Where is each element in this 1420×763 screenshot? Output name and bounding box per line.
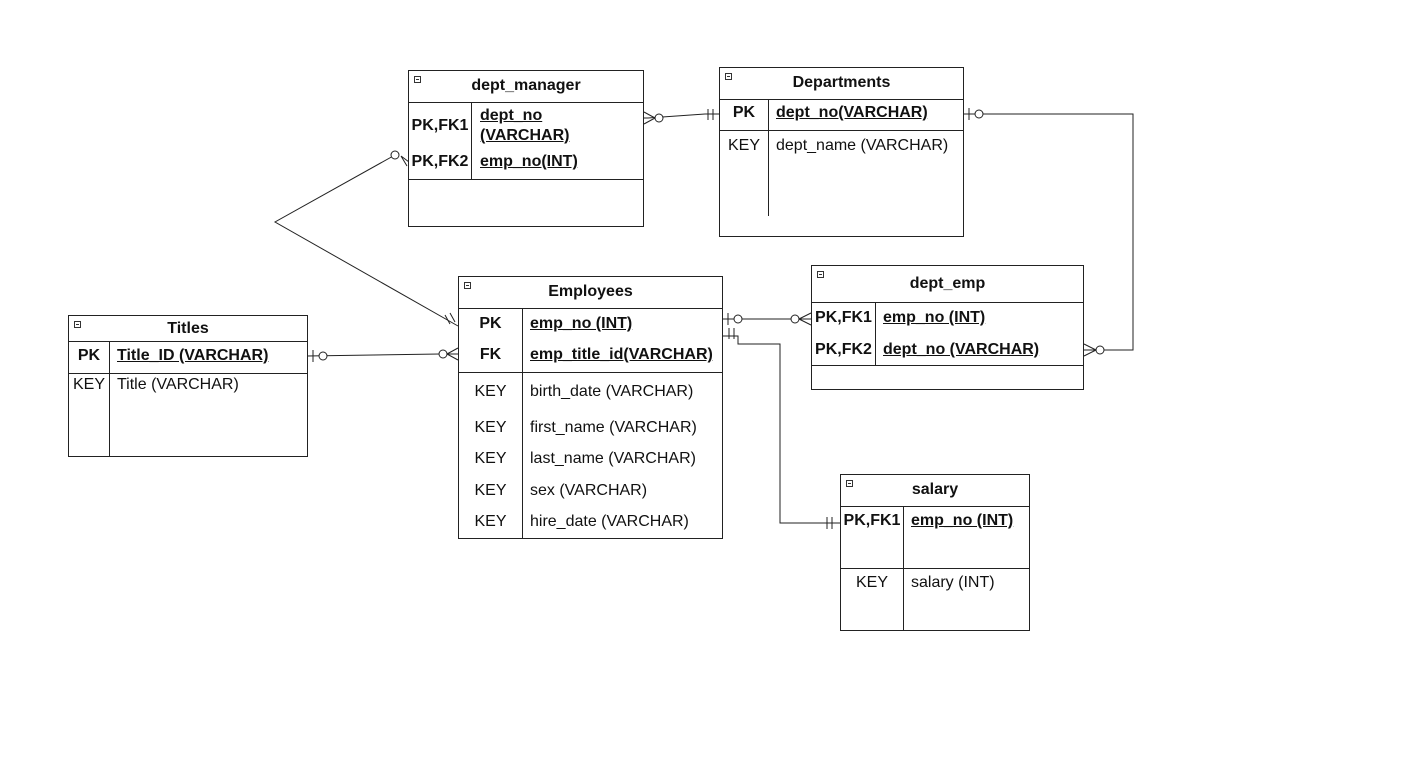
entity-title: salary xyxy=(911,481,959,498)
field-key: PK,FK2 xyxy=(815,341,872,358)
key-divider xyxy=(471,103,472,179)
exactly-one-marker xyxy=(444,312,456,325)
entity-header: dept_manager xyxy=(409,71,643,103)
field-key: PK,FK1 xyxy=(843,512,901,529)
pk-section: PK Title_ID (VARCHAR) xyxy=(69,342,307,374)
key-divider xyxy=(903,569,904,630)
field-key: PK,FK2 xyxy=(411,153,469,170)
field-row[interactable]: PK,FK2 emp_no(INT) xyxy=(409,153,643,175)
field-name: sex (VARCHAR) xyxy=(530,482,648,499)
entity-header: Employees xyxy=(459,277,722,309)
entity-dept-manager[interactable]: dept_manager PK,FK1 dept_no (VARCHAR) PK… xyxy=(408,70,644,227)
field-key: KEY xyxy=(474,482,507,499)
entity-header: salary xyxy=(841,475,1029,507)
entity-header: Titles xyxy=(69,316,307,342)
field-key: PK xyxy=(479,315,502,332)
field-name: dept_no xyxy=(480,107,543,124)
field-name: last_name (VARCHAR) xyxy=(530,450,696,467)
collapse-icon[interactable] xyxy=(817,271,824,278)
collapse-icon[interactable] xyxy=(846,480,853,487)
crowsfoot-zero-many-marker xyxy=(390,150,410,167)
collapse-icon[interactable] xyxy=(464,282,471,289)
field-key: KEY xyxy=(855,574,888,591)
collapse-icon[interactable] xyxy=(74,321,81,328)
field-key: PK xyxy=(732,104,756,121)
field-key: PK,FK1 xyxy=(815,309,872,326)
field-name: Title_ID (VARCHAR) xyxy=(117,347,269,364)
field-name: emp_no (INT) xyxy=(530,315,633,332)
key-divider xyxy=(522,309,523,372)
field-key: KEY xyxy=(474,513,507,530)
entity-title: Departments xyxy=(792,74,891,91)
entity-title: dept_manager xyxy=(471,77,581,94)
entity-header: Departments xyxy=(720,68,963,100)
entity-title: Titles xyxy=(167,320,209,337)
field-name: dept_name (VARCHAR) xyxy=(776,137,949,154)
field-name: dept_no (VARCHAR) xyxy=(883,341,1040,358)
field-key: PK xyxy=(77,347,101,364)
exactly-one-marker xyxy=(707,109,714,120)
entity-title: dept_emp xyxy=(909,275,986,292)
field-name: emp_no (INT) xyxy=(883,309,986,326)
field-name: hire_date (VARCHAR) xyxy=(530,513,689,530)
rel-employees-salary[interactable] xyxy=(722,335,840,524)
pk-section: PK dept_no(VARCHAR) xyxy=(720,100,963,131)
field-name: dept_no(VARCHAR) xyxy=(776,104,928,121)
rel-titles-employees[interactable] xyxy=(306,353,458,357)
field-key: FK xyxy=(479,346,502,363)
entity-titles[interactable]: Titles PK Title_ID (VARCHAR) KEY Title (… xyxy=(68,315,308,457)
rel-deptmanager-departments[interactable] xyxy=(643,113,719,119)
pk-section: PK emp_no (INT) FK emp_title_id(VARCHAR) xyxy=(459,309,722,373)
field-name-cont: (VARCHAR) xyxy=(480,127,570,144)
key-divider xyxy=(903,507,904,568)
key-divider xyxy=(522,373,523,538)
field-name: birth_date (VARCHAR) xyxy=(530,383,694,400)
crowsfoot-zero-many-marker xyxy=(1083,343,1105,357)
key-divider xyxy=(768,131,769,216)
field-row[interactable]: PK,FK1 dept_no (VARCHAR) xyxy=(409,107,643,147)
collapse-icon[interactable] xyxy=(414,76,421,83)
field-section: KEY dept_name (VARCHAR) xyxy=(720,131,963,226)
crowsfoot-zero-many-marker xyxy=(790,312,812,326)
crowsfoot-zero-many-marker xyxy=(643,111,664,125)
field-key: PK,FK1 xyxy=(411,117,469,134)
field-key: KEY xyxy=(474,450,507,467)
field-name: first_name (VARCHAR) xyxy=(530,419,697,436)
key-divider xyxy=(109,342,110,373)
field-name: emp_title_id(VARCHAR) xyxy=(530,346,713,363)
rel-departments-deptemp[interactable] xyxy=(963,113,1134,351)
pk-section: PK,FK1 emp_no (INT) PK,FK2 dept_no (VARC… xyxy=(812,303,1083,366)
entity-dept-emp[interactable]: dept_emp PK,FK1 emp_no (INT) PK,FK2 dept… xyxy=(811,265,1084,390)
entity-title: Employees xyxy=(548,283,633,300)
field-name: Title (VARCHAR) xyxy=(117,376,239,393)
exactly-one-marker xyxy=(728,328,833,529)
field-name: salary (INT) xyxy=(911,574,995,591)
entity-employees[interactable]: Employees PK emp_no (INT) FK emp_title_i… xyxy=(458,276,723,539)
field-section: KEY birth_date (VARCHAR) KEY first_name … xyxy=(459,373,722,538)
field-name: emp_no (INT) xyxy=(911,512,1014,529)
field-section: KEY salary (INT) xyxy=(841,569,1029,630)
field-section: KEY Title (VARCHAR) xyxy=(69,374,307,456)
one-or-zero-marker xyxy=(312,350,328,362)
entity-header: dept_emp xyxy=(812,266,1083,303)
field-key: KEY xyxy=(474,419,507,436)
field-key: KEY xyxy=(474,383,507,400)
entity-salary[interactable]: salary PK,FK1 emp_no (INT) KEY salary (I… xyxy=(840,474,1030,631)
pk-section: PK,FK1 dept_no (VARCHAR) PK,FK2 emp_no(I… xyxy=(409,103,643,180)
key-divider xyxy=(875,303,876,365)
field-key: KEY xyxy=(72,376,105,393)
one-or-zero-marker xyxy=(968,108,984,120)
crowsfoot-zero-many-marker xyxy=(438,347,459,361)
key-divider xyxy=(109,374,110,456)
entity-departments[interactable]: Departments PK dept_no(VARCHAR) KEY dept… xyxy=(719,67,964,237)
field-name: emp_no(INT) xyxy=(480,153,578,170)
rel-deptmanager-employees[interactable] xyxy=(273,154,459,327)
key-divider xyxy=(768,100,769,130)
one-or-zero-marker xyxy=(727,313,743,325)
pk-section: PK,FK1 emp_no (INT) xyxy=(841,507,1029,569)
field-key: KEY xyxy=(727,137,760,154)
collapse-icon[interactable] xyxy=(725,73,732,80)
